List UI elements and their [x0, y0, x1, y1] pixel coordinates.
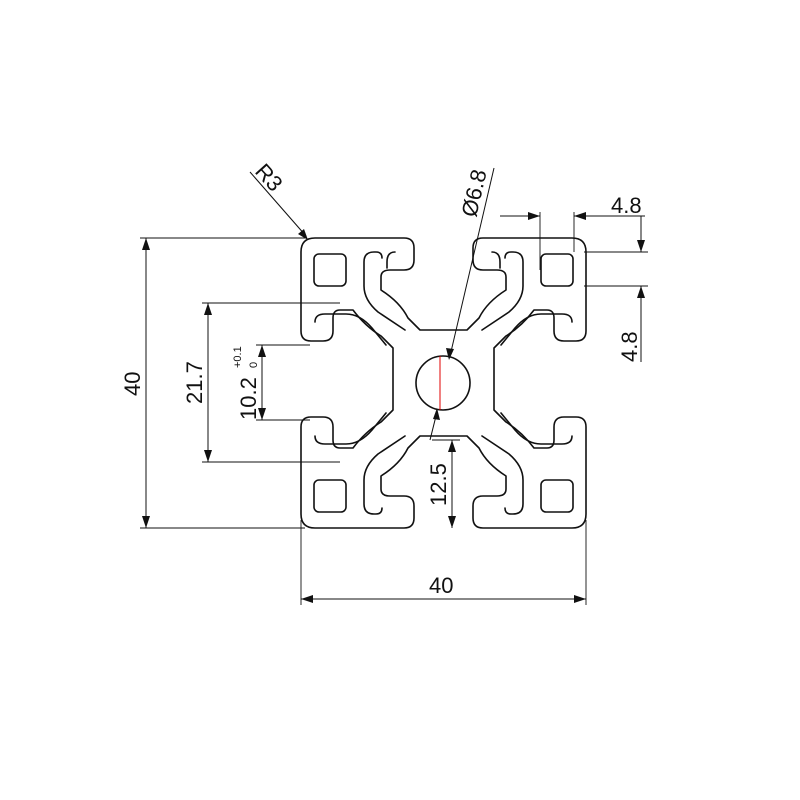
slot-cavity-bottom-right — [481, 435, 524, 515]
corner-hollow-top-right — [540, 253, 574, 287]
dim-slot-width-side: 4.8 — [617, 331, 642, 362]
dim-slot-opening-tol-lower: 0 — [248, 362, 260, 368]
dim-radius: R3 — [250, 159, 287, 197]
dim-slot-span: 21.7 — [182, 361, 207, 404]
corner-hollow-top-left — [313, 253, 347, 287]
center-hole — [415, 355, 471, 411]
dim-overall-width: 40 — [429, 573, 453, 598]
slot-cavity-top-right — [481, 251, 524, 331]
profile-outline — [300, 237, 587, 529]
dim-overall-height: 40 — [120, 372, 145, 396]
slot-cavity-top — [363, 251, 406, 331]
dim-slot-width-top: 4.8 — [611, 193, 642, 218]
slot-cavity-left — [314, 313, 387, 445]
slot-cavity-bottom — [363, 435, 406, 515]
dim-hole-diameter: Ø6.8 — [457, 167, 492, 219]
corner-hollow-bottom-right — [540, 479, 574, 513]
slot-cavity-right — [500, 313, 573, 445]
dim-slot-opening-tol-upper: +0.1 — [232, 346, 244, 368]
outer-contour — [300, 237, 587, 529]
dim-slot-depth: 12.5 — [426, 463, 451, 506]
dim-slot-opening: 10.2 — [236, 377, 261, 420]
dimension-lines: R3 Ø6.8 4.8 4.8 40 2 — [120, 159, 648, 605]
corner-hollow-bottom-left — [313, 479, 347, 513]
